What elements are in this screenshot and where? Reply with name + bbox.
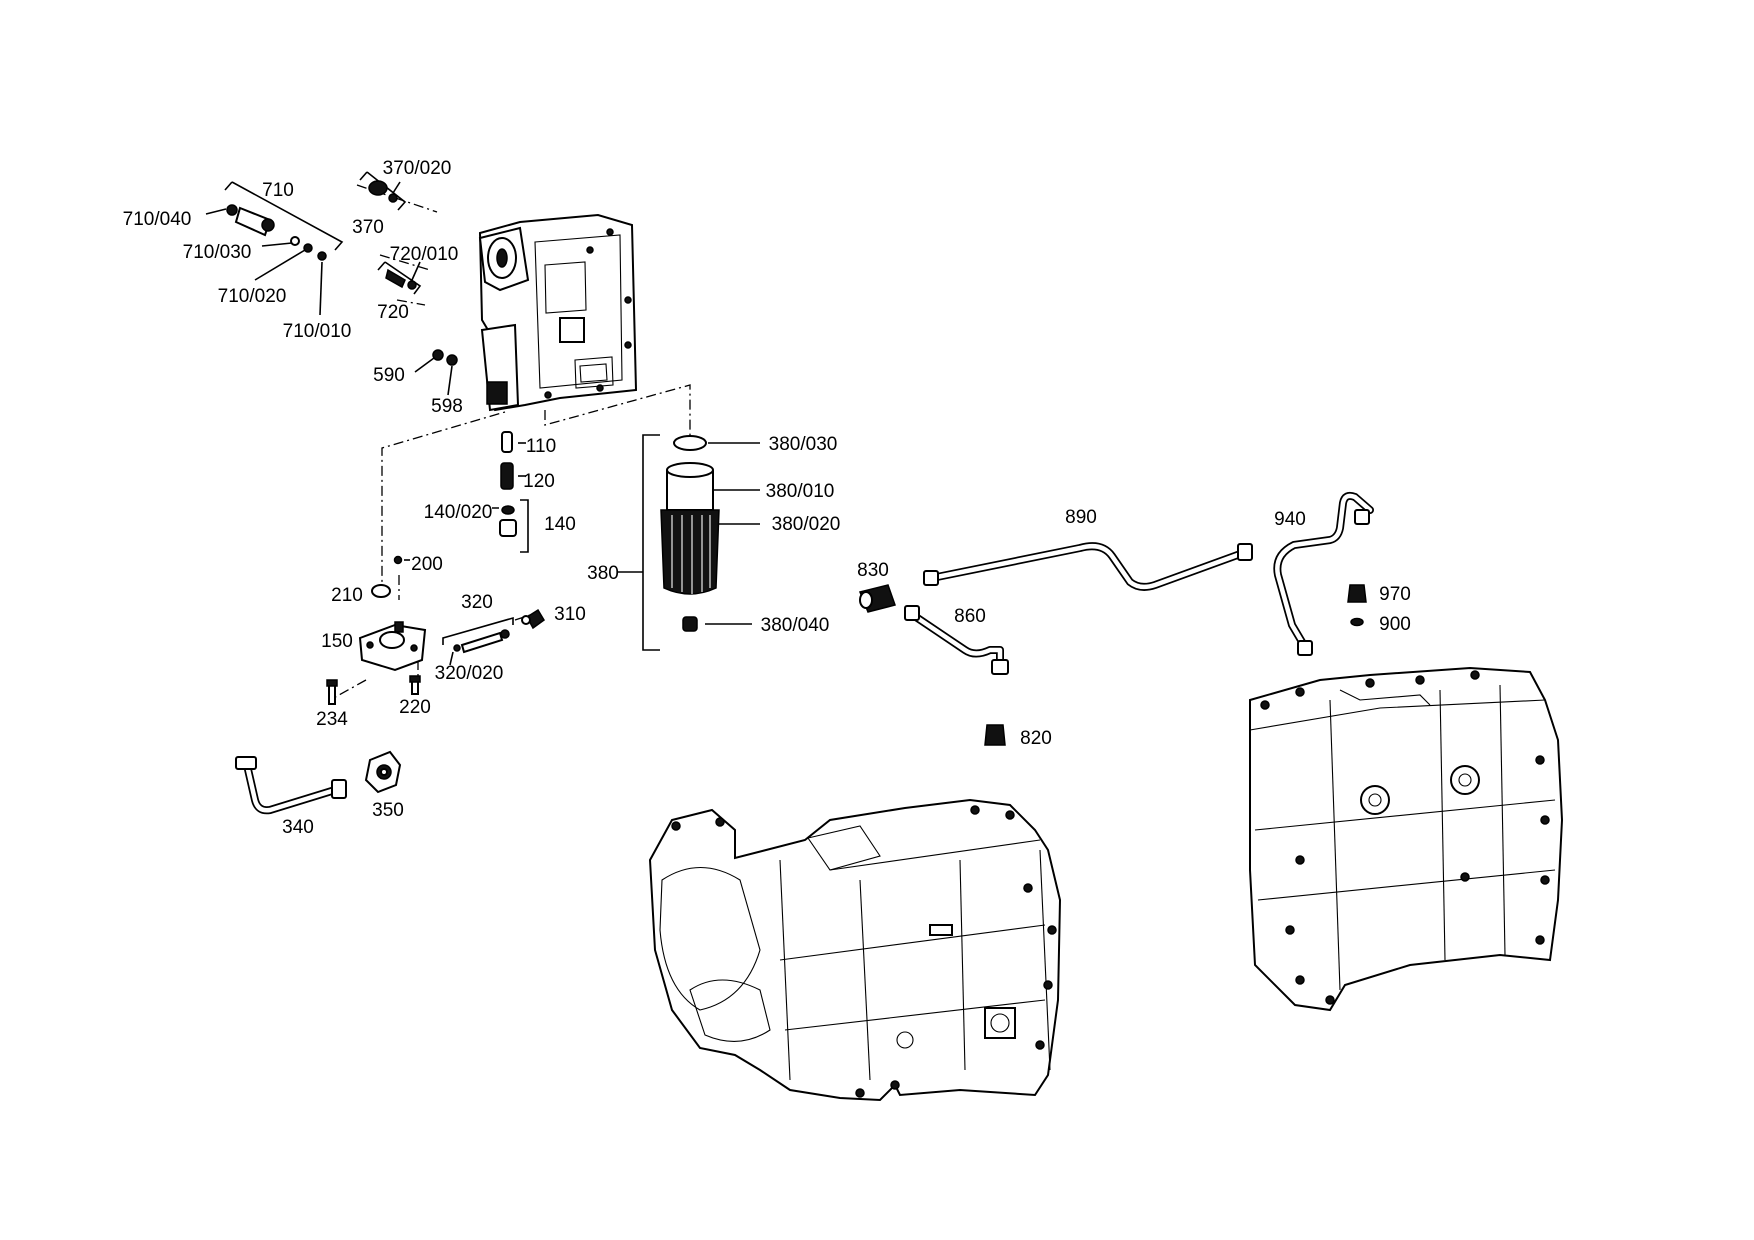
- callout-labels: 710 710/040 710/030 710/020 710/010 370/…: [123, 158, 1411, 838]
- label-140-020: 140/020: [424, 502, 493, 523]
- label-200: 200: [411, 554, 443, 575]
- pipe-340: [235, 756, 347, 815]
- label-380: 380: [587, 563, 619, 584]
- label-710-010: 710/010: [283, 321, 352, 342]
- label-380-030: 380/030: [769, 434, 838, 455]
- label-234: 234: [316, 709, 348, 730]
- transmission-housing-right: [1249, 666, 1564, 1012]
- label-380-040: 380/040: [761, 615, 830, 636]
- label-900: 900: [1379, 614, 1411, 635]
- pipe-860: [904, 605, 1009, 675]
- part-590-598: [414, 349, 458, 396]
- part-820: [984, 724, 1006, 746]
- label-140: 140: [544, 514, 576, 535]
- label-370-020: 370/020: [383, 158, 452, 179]
- label-710-020: 710/020: [218, 286, 287, 307]
- label-598: 598: [431, 396, 463, 417]
- label-710-030: 710/030: [183, 242, 252, 263]
- label-820: 820: [1020, 728, 1052, 749]
- label-590: 590: [373, 365, 405, 386]
- label-720-010: 720/010: [390, 244, 459, 265]
- pipe-940: [1273, 491, 1374, 656]
- label-940: 940: [1274, 509, 1306, 530]
- part-310: [521, 608, 545, 630]
- label-210: 210: [331, 585, 363, 606]
- label-220: 220: [399, 697, 431, 718]
- label-890: 890: [1065, 507, 1097, 528]
- part-150: [358, 621, 427, 672]
- part-200-210: [371, 555, 410, 598]
- label-110: 110: [526, 436, 556, 457]
- label-120: 120: [523, 471, 555, 492]
- label-970: 970: [1379, 584, 1411, 605]
- part-830: [858, 584, 896, 613]
- label-350: 350: [372, 800, 404, 821]
- label-370: 370: [352, 217, 384, 238]
- valve-parts-stack: [492, 431, 529, 553]
- label-860: 860: [954, 606, 986, 627]
- bracket-710: [205, 181, 344, 316]
- part-970-900: [1347, 584, 1367, 627]
- label-710: 710: [262, 180, 294, 201]
- transmission-housing-left: [648, 798, 1062, 1102]
- label-320: 320: [461, 592, 493, 613]
- label-150: 150: [321, 631, 353, 652]
- label-320-020: 320/020: [435, 663, 504, 684]
- label-310: 310: [554, 604, 586, 625]
- bracket-720: [377, 261, 422, 295]
- part-350: [364, 750, 402, 794]
- label-830: 830: [857, 560, 889, 581]
- bracket-370: [359, 171, 407, 211]
- label-380-010: 380/010: [766, 481, 835, 502]
- bolts-234-220: [326, 675, 421, 705]
- control-housing: [478, 213, 638, 412]
- bracket-320: [442, 616, 514, 666]
- label-340: 340: [282, 817, 314, 838]
- label-710-040: 710/040: [123, 209, 192, 230]
- pipe-890: [923, 542, 1253, 591]
- filter-380: [618, 434, 760, 651]
- label-380-020: 380/020: [772, 514, 841, 535]
- label-720: 720: [377, 302, 409, 323]
